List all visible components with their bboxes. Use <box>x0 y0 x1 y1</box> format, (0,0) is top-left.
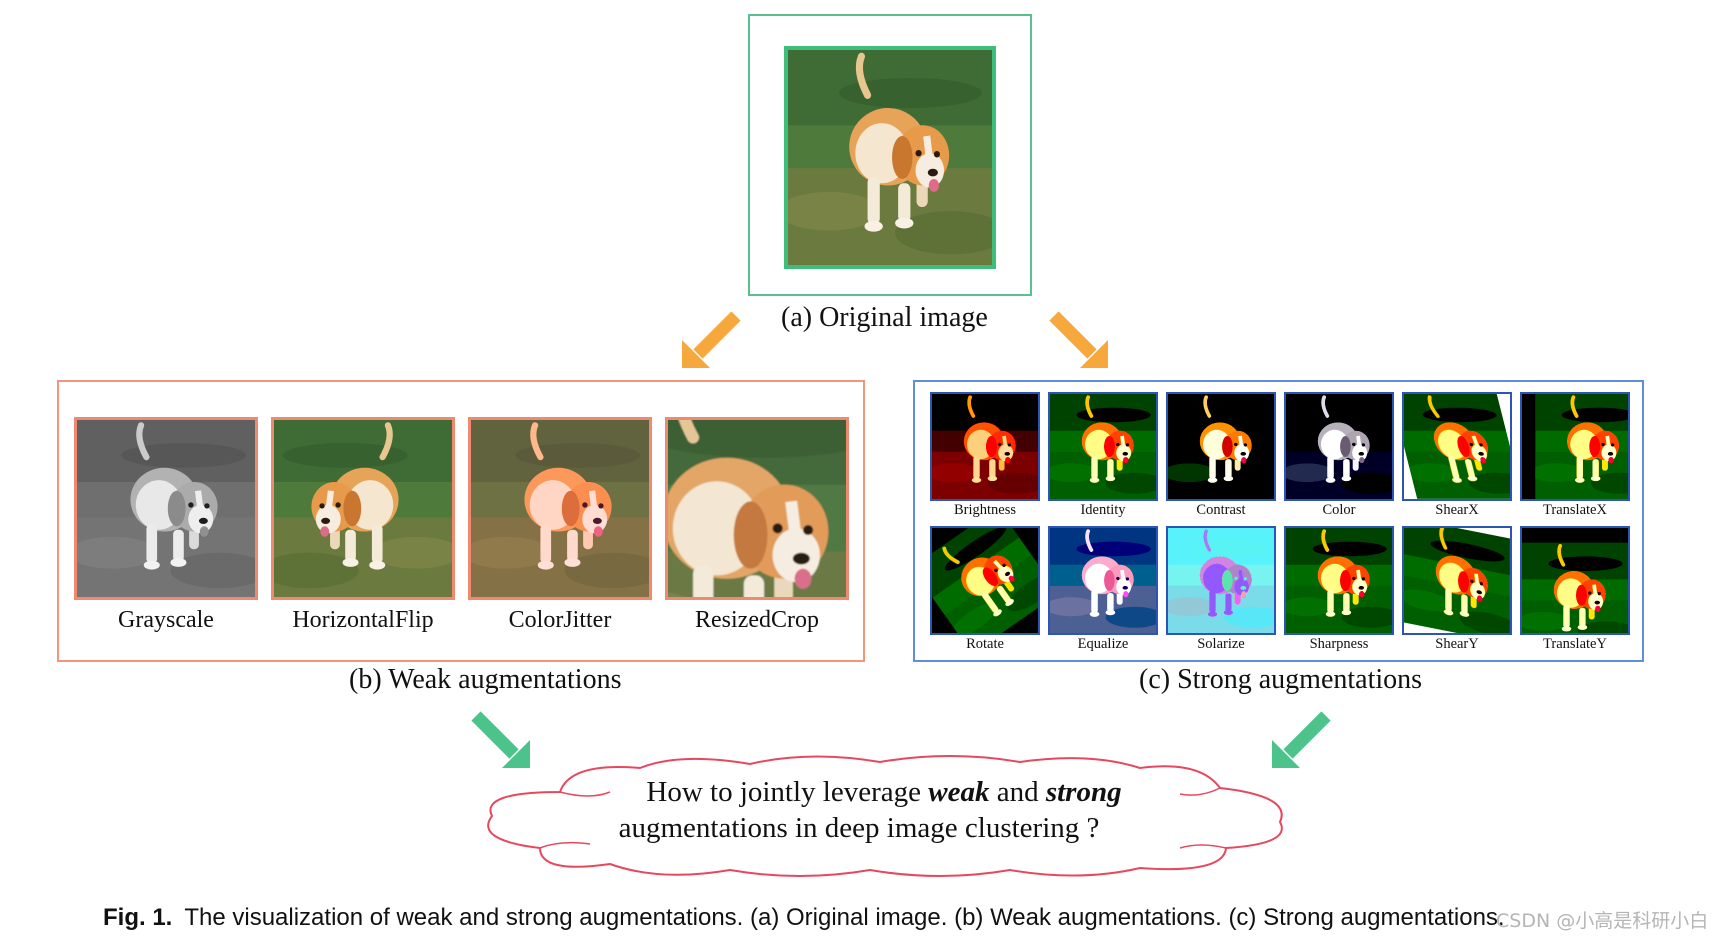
strong-label-translatex: TranslateX <box>1543 502 1607 518</box>
weak-label-resizedcrop: ResizedCrop <box>695 607 819 633</box>
strong-thumb-color <box>1284 392 1394 501</box>
watermark: CSDN @小高是科研小白 <box>1496 910 1709 932</box>
strong-thumb-translatex <box>1520 392 1630 501</box>
question-strong-word: strong <box>1045 776 1122 808</box>
orange-arrow-left-icon <box>682 311 741 368</box>
strong-thumb-equalize <box>1048 526 1158 635</box>
weak-thumb-colorjitter <box>468 417 652 600</box>
strong-thumb-translatey <box>1520 526 1630 635</box>
strong-label-identity: Identity <box>1080 502 1126 518</box>
strong-thumb-sharpness <box>1284 526 1394 635</box>
strong-thumb-contrast <box>1166 392 1276 501</box>
strong-label-sharpness: Sharpness <box>1309 636 1369 652</box>
strong-label-shearx: ShearX <box>1435 502 1479 518</box>
caption-text: The visualization of weak and strong aug… <box>184 904 1505 931</box>
strong-label-contrast: Contrast <box>1196 502 1246 518</box>
question-cloud <box>487 755 1283 877</box>
strong-label-color: Color <box>1322 502 1356 518</box>
strong-augmentations-frame <box>913 380 1644 662</box>
weak-thumb-resizedcrop <box>665 417 849 600</box>
weak-label-horizontalflip: HorizontalFlip <box>292 607 434 633</box>
orange-arrow-right-icon <box>1049 311 1108 368</box>
caption-prefix: Fig. 1. <box>103 904 173 931</box>
question-weak-word: weak <box>928 776 990 808</box>
figure-caption: Fig. 1. The visualization of weak and str… <box>103 904 1505 932</box>
strong-label-brightness: Brightness <box>953 502 1017 518</box>
strong-thumb-brightness <box>930 392 1040 501</box>
strong-thumb-shearx <box>1402 392 1512 501</box>
weak-thumb-horizontalflip <box>271 417 455 600</box>
strong-label-sheary: ShearY <box>1435 636 1479 652</box>
original-dog-image <box>784 46 996 269</box>
question-line-2: augmentations in deep image clustering ? <box>618 812 1100 844</box>
weak-label-grayscale: Grayscale <box>118 607 214 633</box>
weak-augmentations-frame <box>57 380 865 662</box>
strong-thumb-sheary <box>1402 526 1512 635</box>
strong-label-rotate: Rotate <box>966 636 1004 652</box>
strong-augmentations-label: (c) Strong augmentations <box>1139 664 1423 695</box>
green-arrow-right-icon <box>1272 711 1331 768</box>
strong-label-equalize: Equalize <box>1077 636 1129 652</box>
question-line-1: How to jointly leverage weak and strong <box>534 776 1234 809</box>
strong-thumb-identity <box>1048 392 1158 501</box>
strong-label-translatey: TranslateY <box>1543 636 1607 652</box>
original-image-label: (a) Original image <box>781 302 988 333</box>
weak-thumb-grayscale <box>74 417 258 600</box>
green-arrow-left-icon <box>471 711 530 768</box>
weak-label-colorjitter: ColorJitter <box>508 607 612 633</box>
strong-thumb-solarize <box>1166 526 1276 635</box>
original-image-frame <box>748 14 1032 296</box>
weak-augmentations-label: (b) Weak augmentations <box>349 664 622 695</box>
strong-label-solarize: Solarize <box>1197 636 1245 652</box>
strong-thumb-rotate <box>930 526 1040 635</box>
question-text-start: How to jointly leverage <box>646 776 929 808</box>
question-text-mid: and <box>989 776 1046 808</box>
